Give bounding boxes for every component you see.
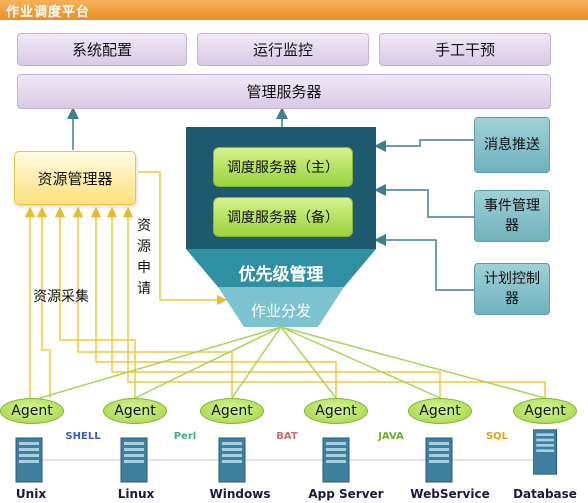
agent-windows[interactable]: Agent <box>200 398 264 424</box>
linux-label: Linux <box>117 487 155 501</box>
title-bar: 作业调度平台 <box>0 0 588 20</box>
app-server-label: App Server <box>308 487 384 501</box>
java-label: JAVA <box>378 431 404 442</box>
webservice-label: WebService <box>410 487 490 501</box>
system-config-box[interactable]: 系统配置 <box>17 33 187 66</box>
sql-label: SQL <box>485 431 509 442</box>
manager-server-label: 管理服务器 <box>246 83 322 101</box>
webservice-server-icon <box>425 437 453 483</box>
run-monitor-box[interactable]: 运行监控 <box>197 33 369 66</box>
database-icon <box>533 429 558 475</box>
agent-database[interactable]: Agent <box>513 398 577 424</box>
primary-scheduler-label: 调度服务器（主） <box>227 160 339 176</box>
run-monitor-label: 运行监控 <box>252 41 313 59</box>
bat-label: BAT <box>276 431 298 442</box>
unix-server-icon <box>15 437 43 483</box>
event-manager-label: 事件管理器 <box>484 198 540 234</box>
windows-label: Windows <box>209 487 271 501</box>
resource-manager-box[interactable]: 资源管理器 <box>14 151 136 205</box>
priority-management-label: 优先级管理 <box>238 265 324 285</box>
perl-label: Perl <box>173 431 197 442</box>
windows-server-icon <box>218 437 246 483</box>
backup-scheduler-box[interactable]: 调度服务器（备） <box>213 197 353 237</box>
resource-collection-label: 资源采集 <box>33 289 89 305</box>
manual-intervention-box[interactable]: 手工干预 <box>379 33 551 66</box>
manual-intervention-label: 手工干预 <box>434 41 495 59</box>
arrow-push-to-scheduler <box>374 139 474 152</box>
unix-label: Unix <box>15 487 47 501</box>
agent-unix[interactable]: Agent <box>0 398 64 424</box>
system-config-label: 系统配置 <box>71 41 132 59</box>
app-server-icon <box>322 437 350 483</box>
arrow-event-to-scheduler <box>374 184 474 218</box>
agent-webservice[interactable]: Agent <box>408 398 472 424</box>
linux-server-icon <box>120 437 148 483</box>
priority-funnel <box>186 249 376 287</box>
event-manager-box[interactable]: 事件管理器 <box>474 190 550 242</box>
agent-app-server[interactable]: Agent <box>304 398 368 424</box>
arrow-plan-to-scheduler <box>374 234 474 291</box>
database-label: Database <box>513 487 577 501</box>
plan-controller-label: 计划控制器 <box>484 271 540 307</box>
plan-controller-box[interactable]: 计划控制器 <box>474 263 550 315</box>
message-push-box[interactable]: 消息推送 <box>474 117 550 173</box>
dispatch-funnel <box>218 287 344 327</box>
primary-scheduler-box[interactable]: 调度服务器（主） <box>213 147 353 187</box>
resource-manager-label: 资源管理器 <box>37 169 113 188</box>
job-dispatch-label: 作业分发 <box>250 302 311 320</box>
shell-label: SHELL <box>65 431 101 442</box>
platform-title: 作业调度平台 <box>6 5 91 20</box>
message-push-label: 消息推送 <box>484 137 540 153</box>
backup-scheduler-label: 调度服务器（备） <box>227 210 339 226</box>
agent-linux[interactable]: Agent <box>103 398 167 424</box>
manager-server-box[interactable]: 管理服务器 <box>17 74 551 109</box>
resource-request-label: 资源申请 <box>137 218 151 297</box>
